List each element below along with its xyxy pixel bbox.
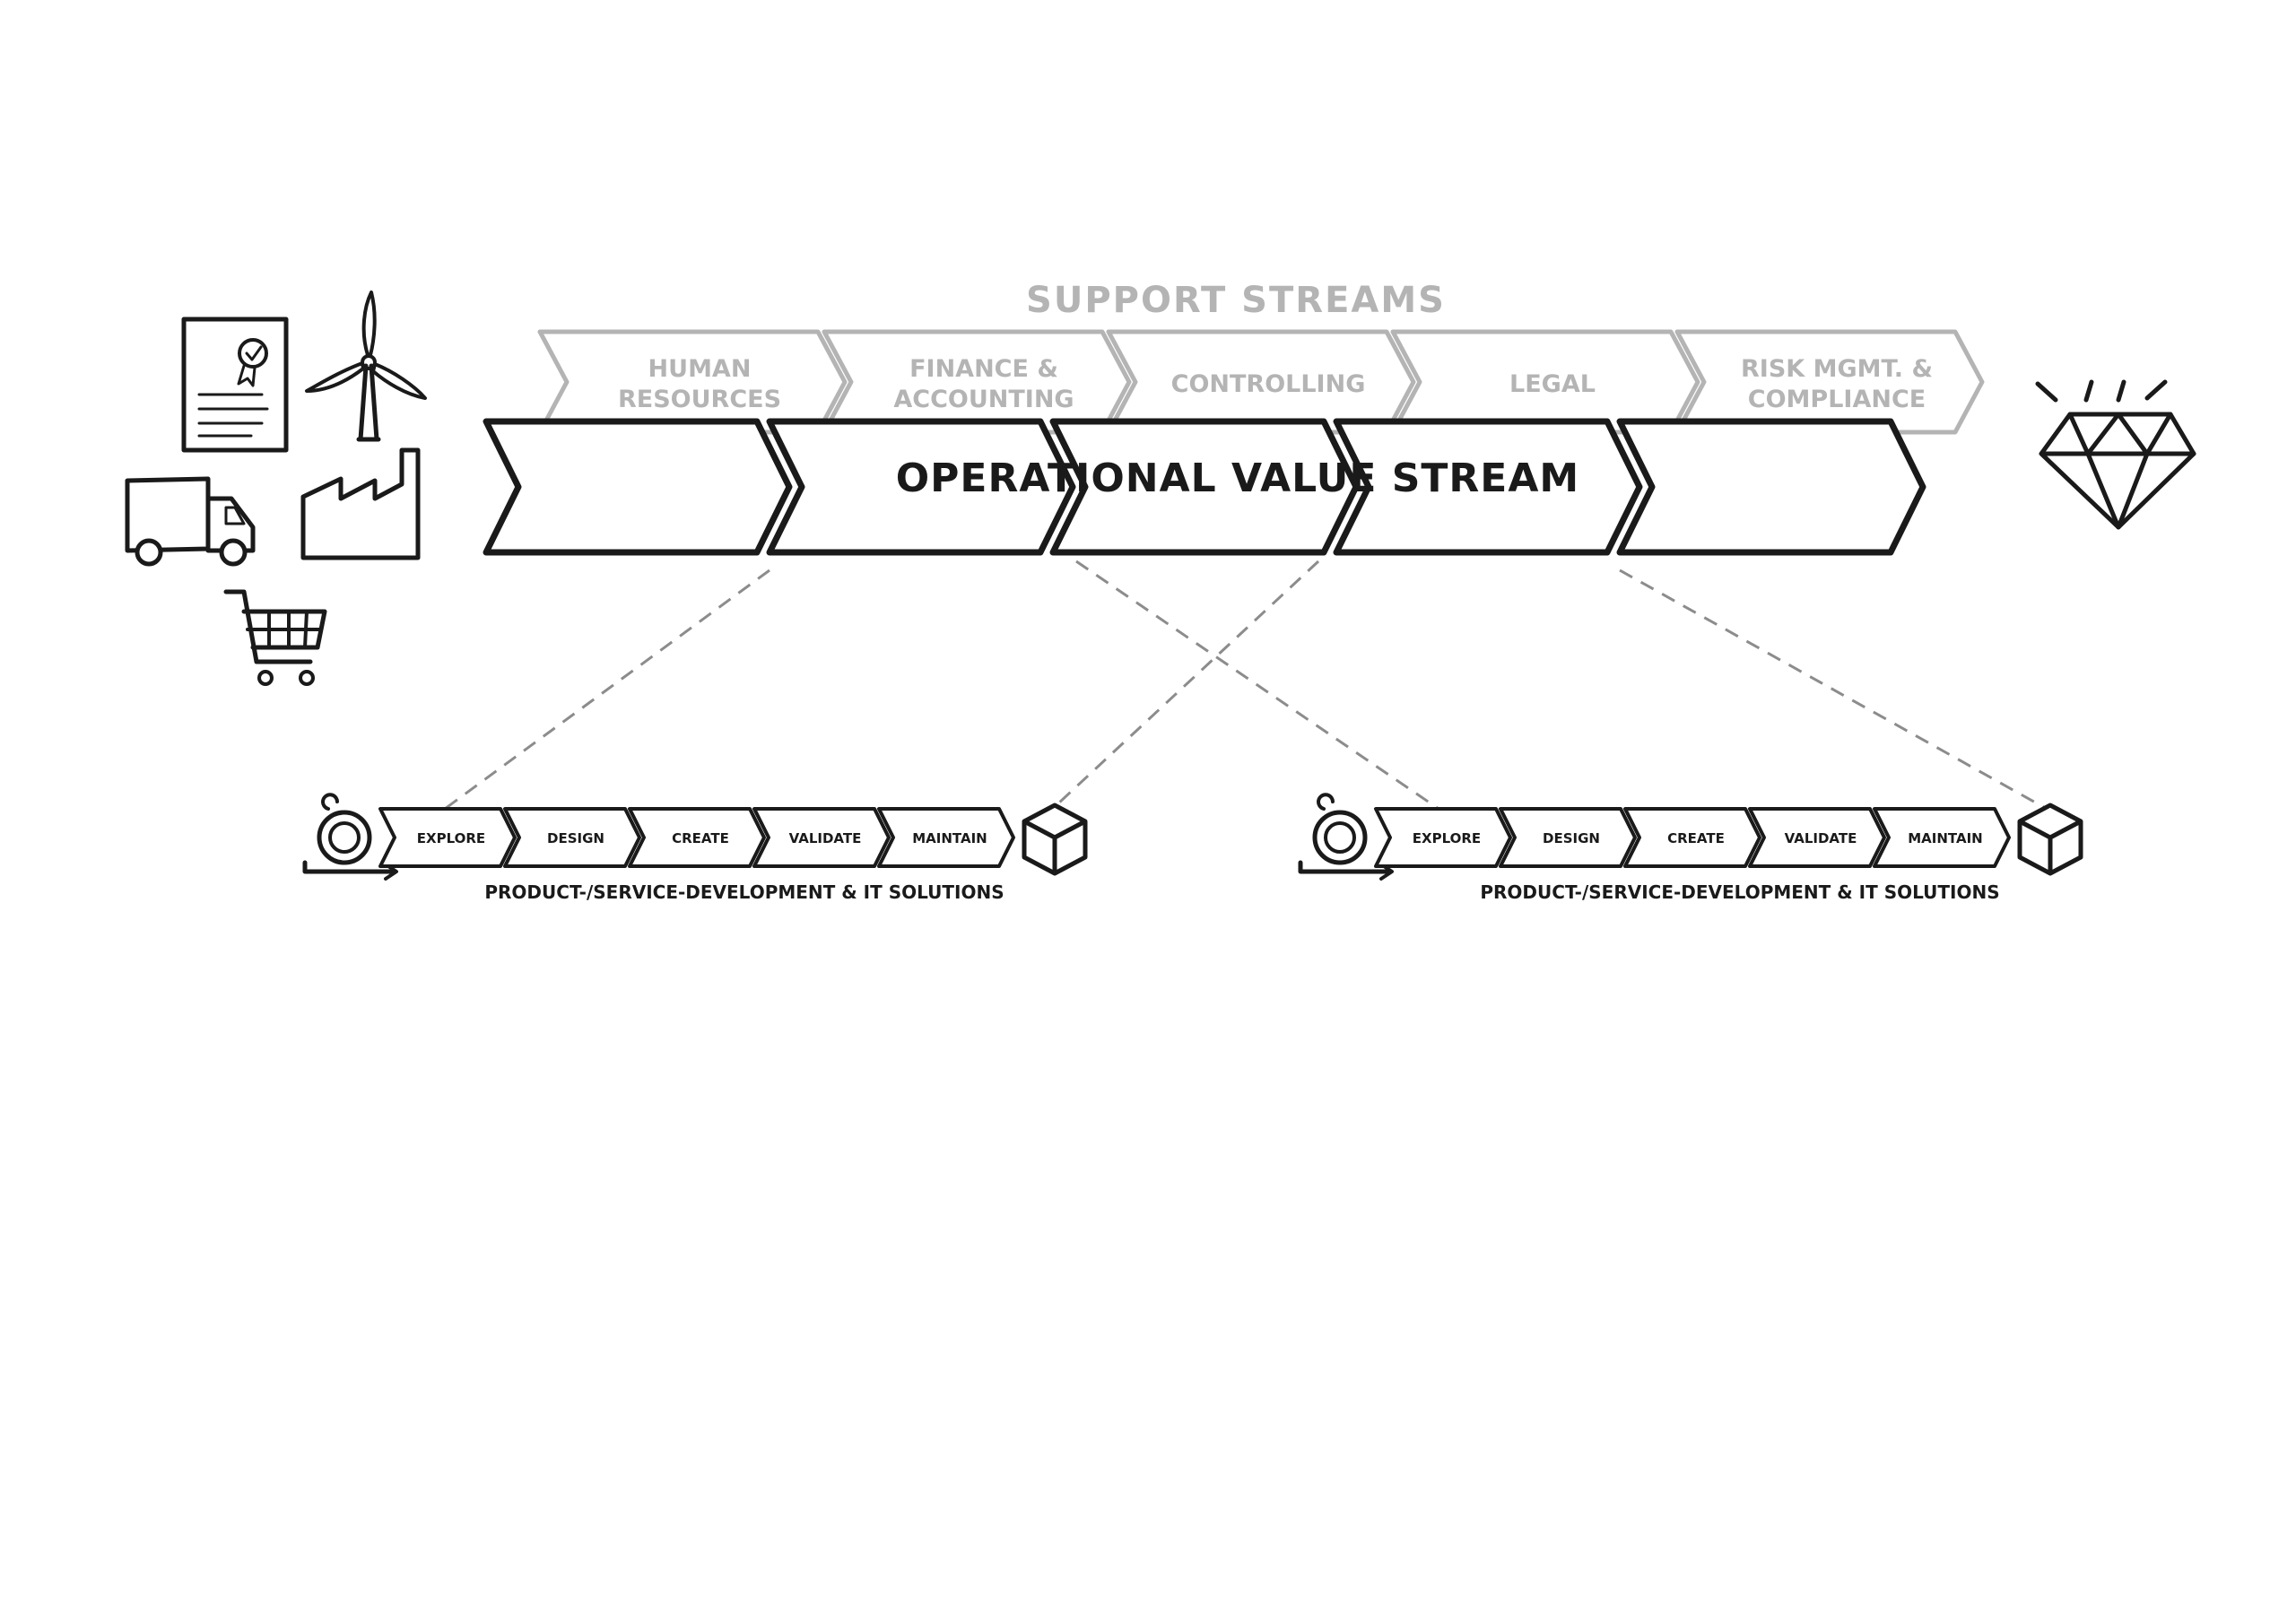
dev-step-arrow — [1374, 807, 1512, 868]
support-arrows: HUMAN RESOURCES FINANCE & ACCOUNTING CONTROL… — [537, 329, 1985, 435]
operational-segment-2 — [766, 418, 1076, 556]
dev-step-create: CREATE — [628, 807, 766, 868]
dev-step-arrow — [752, 807, 891, 868]
support-stream-label: FINANCE & — [909, 355, 1058, 383]
support-stream-label: RISK MGMT. & — [1741, 355, 1933, 383]
dev-step-maintain: MAINTAIN — [1873, 807, 2011, 868]
connector-left-outer — [444, 568, 770, 811]
connector-left-inner — [1057, 560, 1320, 805]
dev-step-label: CREATE — [672, 830, 729, 846]
truck-icon — [125, 476, 256, 567]
support-stream-label: ACCOUNTING — [893, 386, 1074, 413]
support-stream-label: CONTROLLING — [1171, 370, 1366, 398]
dev-step-arrow — [628, 807, 766, 868]
dev-step-validate: VALIDATE — [1748, 807, 1886, 868]
operational-segment-4 — [1333, 418, 1643, 556]
dev-step-label: DESIGN — [1543, 830, 1600, 846]
dev-step-create: CREATE — [1623, 807, 1761, 868]
dev-step-label: EXPLORE — [1413, 830, 1481, 846]
factory-icon — [300, 447, 421, 560]
support-stream-label: RESOURCES — [618, 386, 781, 413]
dashed-connectors — [444, 560, 2048, 811]
dev-step-explore: EXPLORE — [378, 807, 517, 868]
operational-arrows — [483, 418, 1926, 556]
support-stream-4: LEGAL — [1390, 329, 1700, 435]
support-stream-label: LEGAL — [1509, 370, 1596, 398]
dev-step-label: DESIGN — [547, 830, 604, 846]
operational-value-stream: OPERATIONAL VALUE STREAM — [483, 418, 1926, 556]
operational-segment-5 — [1616, 418, 1926, 556]
dev-step-label: VALIDATE — [789, 830, 862, 846]
support-streams: SUPPORT STREAMS HUMAN RESOURCES FINANCE & A… — [537, 280, 1985, 435]
shopping-cart-icon — [223, 589, 327, 686]
support-stream-label: HUMAN — [648, 355, 752, 383]
dev-step-label: EXPLORE — [417, 830, 485, 846]
development-stream-2: EXPLORE DESIGN CREATE VALIDATE MAINTAIN PRODU… — [1298, 793, 2083, 903]
development-stream-1: EXPLORE DESIGN CREATE VALIDATE MAINTAIN PRODU… — [302, 793, 1088, 903]
cube-icon — [1022, 803, 1088, 876]
dev-stream-caption: PRODUCT-/SERVICE-DEVELOPMENT & IT SOLUTI… — [484, 881, 1004, 903]
dev-step-arrow — [1873, 807, 2011, 868]
certificate-icon — [181, 317, 289, 453]
cube-icon — [2017, 803, 2083, 876]
operational-value-stream-title: OPERATIONAL VALUE STREAM — [896, 456, 1579, 501]
dev-step-maintain: MAINTAIN — [877, 807, 1015, 868]
operational-segment-1 — [483, 418, 793, 556]
support-streams-title: SUPPORT STREAMS — [1026, 280, 1446, 321]
support-stream-label: COMPLIANCE — [1748, 386, 1926, 413]
input-icons — [125, 291, 427, 686]
dev-step-arrow — [1623, 807, 1761, 868]
support-stream-2: FINANCE & ACCOUNTING — [822, 329, 1132, 435]
dev-step-arrow — [503, 807, 641, 868]
dev-step-arrow — [1748, 807, 1886, 868]
dev-step-arrow — [877, 807, 1015, 868]
dev-step-validate: VALIDATE — [752, 807, 891, 868]
support-stream-5: RISK MGMT. & COMPLIANCE — [1674, 329, 1985, 435]
connector-right-inner — [1075, 560, 1439, 811]
dev-step-label: MAINTAIN — [912, 830, 987, 846]
dev-stream-caption: PRODUCT-/SERVICE-DEVELOPMENT & IT SOLUTI… — [1480, 881, 1999, 903]
iteration-loop-icon — [302, 793, 398, 881]
operational-segment-3 — [1049, 418, 1360, 556]
dev-step-label: MAINTAIN — [1908, 830, 1982, 846]
dev-step-arrow — [1499, 807, 1637, 868]
dev-step-design: DESIGN — [1499, 807, 1637, 868]
iteration-loop-icon — [1298, 793, 1394, 881]
support-stream-1: HUMAN RESOURCES — [537, 329, 848, 435]
support-stream-arrow — [1674, 329, 1985, 435]
support-stream-3: CONTROLLING — [1106, 329, 1416, 435]
diamond-icon — [2035, 379, 2196, 530]
connector-right-outer — [1619, 568, 2048, 811]
dev-step-design: DESIGN — [503, 807, 641, 868]
dev-step-explore: EXPLORE — [1374, 807, 1512, 868]
dev-step-label: VALIDATE — [1785, 830, 1857, 846]
wind-turbine-icon — [305, 291, 427, 442]
dev-step-arrow — [378, 807, 517, 868]
dev-step-label: CREATE — [1667, 830, 1725, 846]
